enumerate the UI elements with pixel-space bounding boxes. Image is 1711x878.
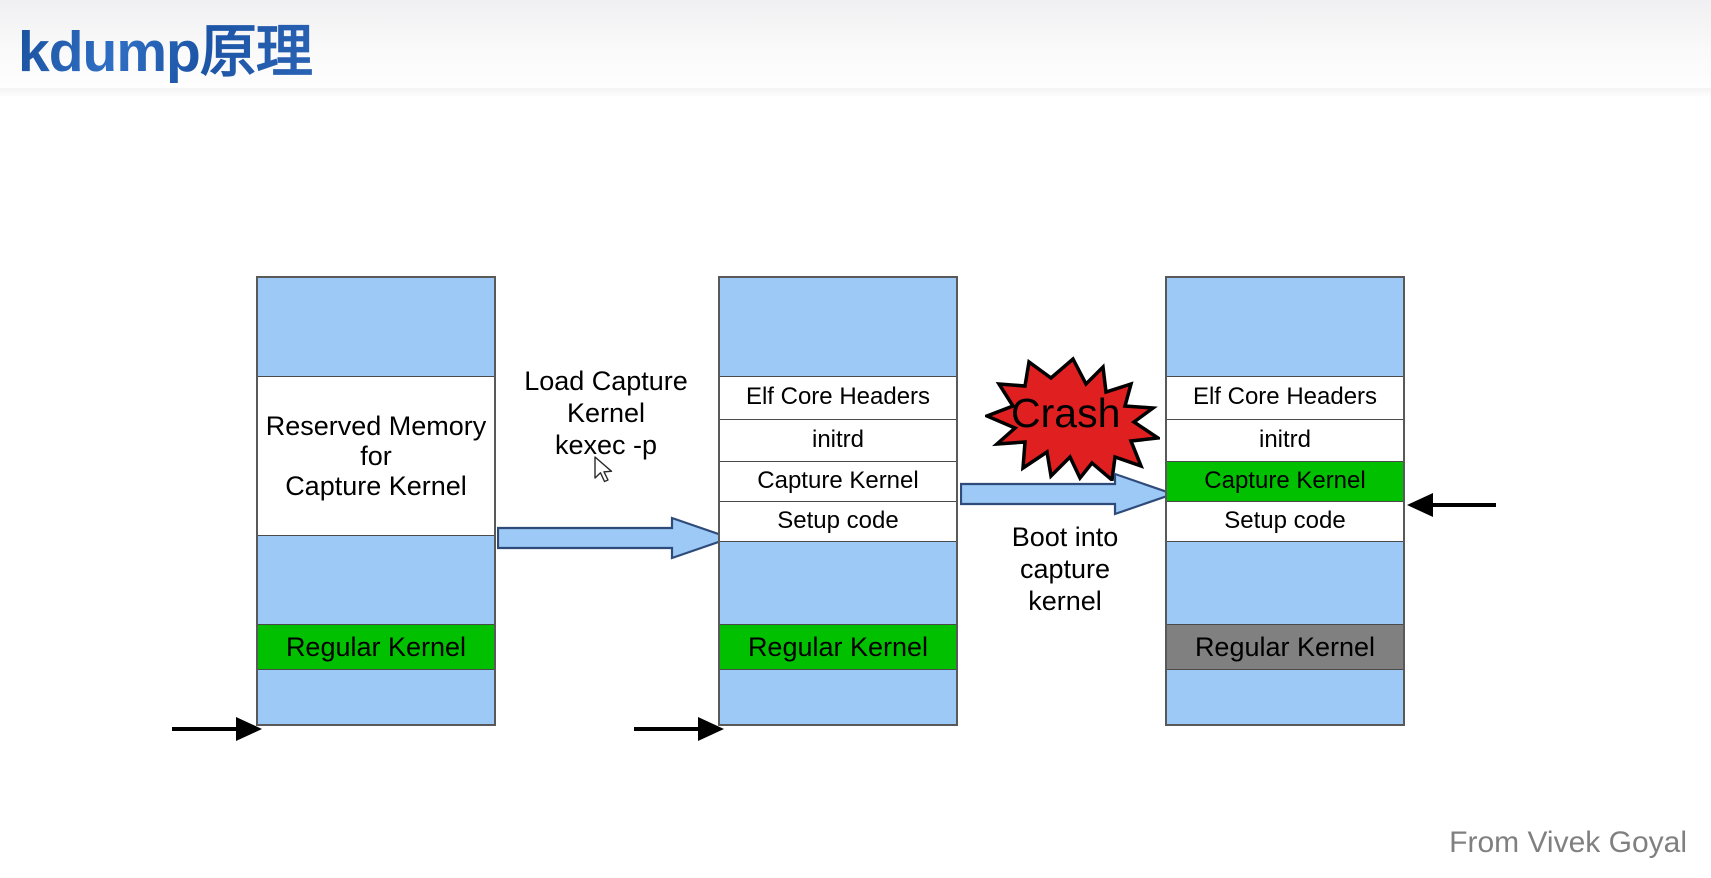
slide-header-band <box>0 0 1711 96</box>
slide-header-shadow <box>0 88 1711 98</box>
entry-pointer-arrow-column-1 <box>170 712 265 746</box>
memory-row-regular-kernel: Regular Kernel <box>720 624 956 670</box>
memory-row-free-top <box>258 278 494 378</box>
attribution-text: From Vivek Goyal <box>1449 826 1687 859</box>
memory-row-initrd: initrd <box>720 419 956 463</box>
transition-label-boot-into-capture-kernel: Boot into capture kernel <box>1011 522 1119 616</box>
memory-row-free-mid <box>1167 541 1403 625</box>
memory-row-regular-kernel: Regular Kernel <box>258 624 494 670</box>
memory-column-before-load: Reserved Memory for Capture Kernel Regul… <box>256 276 496 726</box>
memory-row-free-bottom <box>258 669 494 724</box>
transition-label-load-capture-kernel: Load Capture Kernel kexec -p <box>524 366 688 460</box>
memory-row-free-mid <box>720 541 956 625</box>
memory-row-capture-kernel: Capture Kernel <box>720 462 956 502</box>
crash-burst-icon <box>982 356 1163 484</box>
memory-row-setup-code: Setup code <box>720 502 956 542</box>
memory-column-after-crash: Elf Core Headers initrd Capture Kernel S… <box>1165 276 1405 726</box>
memory-row-setup-code: Setup code <box>1167 502 1403 542</box>
entry-pointer-arrow-column-2 <box>632 712 727 746</box>
memory-row-elf-core-headers: Elf Core Headers <box>720 377 956 420</box>
mouse-cursor <box>594 456 616 486</box>
memory-row-elf-core-headers: Elf Core Headers <box>1167 377 1403 420</box>
blue-block-arrow-load <box>496 516 734 560</box>
memory-row-free-top <box>1167 278 1403 378</box>
memory-row-free-top <box>720 278 956 378</box>
crash-badge-label: Crash <box>1011 390 1121 436</box>
memory-row-free-mid <box>258 535 494 625</box>
memory-row-reserved-memory: Reserved Memory for Capture Kernel <box>258 377 494 536</box>
memory-row-free-bottom <box>720 669 956 724</box>
memory-row-capture-kernel: Capture Kernel <box>1167 462 1403 502</box>
blue-block-arrow-boot <box>959 472 1177 516</box>
memory-row-free-bottom <box>1167 669 1403 724</box>
memory-row-regular-kernel: Regular Kernel <box>1167 624 1403 670</box>
memory-row-initrd: initrd <box>1167 419 1403 463</box>
entry-pointer-arrow-column-3 <box>1403 488 1498 522</box>
memory-column-after-load: Elf Core Headers initrd Capture Kernel S… <box>718 276 958 726</box>
page-title: kdump原理 <box>18 6 313 88</box>
